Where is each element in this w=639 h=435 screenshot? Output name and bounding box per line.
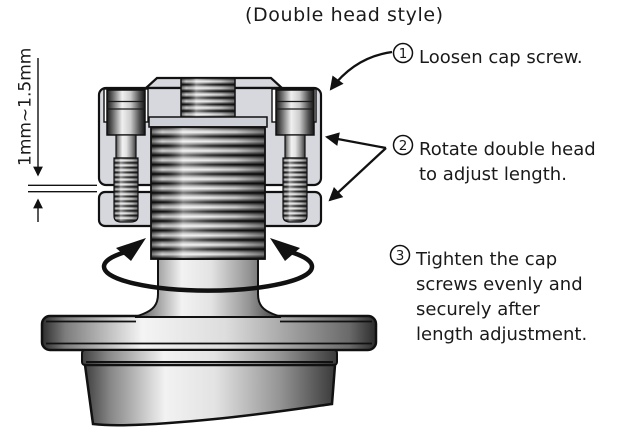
- callout-1: 1 Loosen cap screw.: [392, 42, 583, 68]
- callout-arrow-2-lower: [328, 147, 387, 202]
- diagram-title: (Double head style): [245, 4, 444, 26]
- upper-thread-rod: [180, 77, 236, 119]
- dimension-label: 1mm~1.5mm: [16, 48, 36, 166]
- callout-3: 3 Tighten the cap screws evenly and secu…: [389, 244, 587, 345]
- circled-number-2: [392, 134, 414, 156]
- callout-3-text-line-4: length adjustment.: [416, 324, 587, 345]
- thread-shoulder: [148, 116, 268, 128]
- callout-2-text-line-2: to adjust length.: [419, 164, 567, 185]
- screw-shank: [284, 134, 306, 159]
- machine-body-break-line: [83, 363, 337, 427]
- cap-screw-left: [106, 89, 146, 223]
- screw-head: [275, 89, 315, 136]
- rotation-arc: [101, 247, 315, 293]
- callout-arrow-1: [329, 50, 393, 91]
- callout-3-text-line-3: securely after: [416, 299, 540, 320]
- spindle-neck: [134, 258, 282, 318]
- spindle-base: [40, 314, 378, 427]
- screw-head: [106, 89, 146, 136]
- rotation-arrow: [101, 238, 315, 293]
- callout-1-number: 1: [399, 46, 408, 62]
- main-adjusting-thread: [150, 126, 266, 260]
- callout-2: 2 Rotate double head to adjust length.: [392, 134, 596, 185]
- screw-shank: [115, 134, 137, 159]
- rotation-arrowhead-left: [116, 238, 146, 261]
- circled-number-1: [392, 42, 414, 64]
- callout-arrow-2-upper: [324, 132, 387, 150]
- callout-3-text-line-2: screws evenly and: [416, 274, 583, 295]
- screw-thread: [113, 157, 139, 223]
- cap-screw-right: [275, 89, 315, 223]
- screw-thread: [282, 157, 308, 223]
- callout-1-text: Loosen cap screw.: [419, 47, 583, 68]
- circled-number-3: [389, 244, 411, 266]
- rotation-arrowhead-right: [270, 238, 300, 261]
- dimension-indicator: 1mm~1.5mm: [16, 48, 97, 222]
- callout-3-text-line-1: Tighten the cap: [415, 249, 557, 270]
- callout-2-number: 2: [399, 138, 408, 154]
- callout-3-number: 3: [396, 248, 405, 264]
- callout-2-text-line-1: Rotate double head: [419, 139, 596, 160]
